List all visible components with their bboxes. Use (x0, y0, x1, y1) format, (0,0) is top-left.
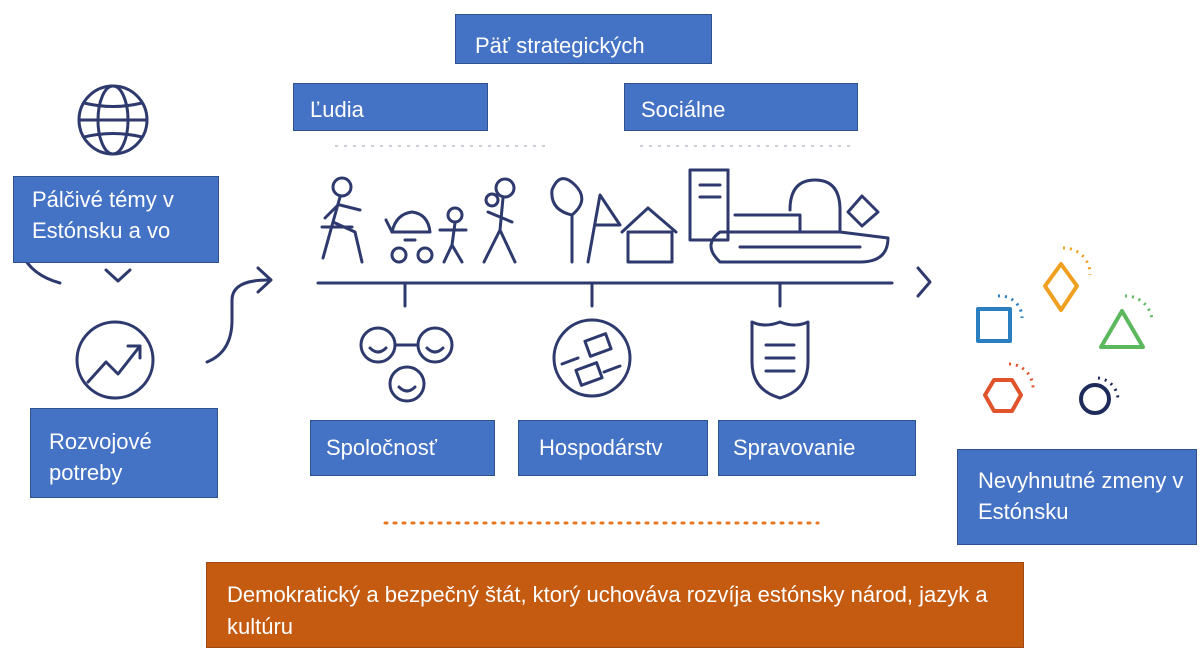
left-top-label: Pálčivé témy v Estónsku a vo (32, 187, 174, 243)
bottom-statement-box: Demokratický a bezpečný štát, ktorý ucho… (206, 562, 1024, 648)
top-title-box: Päť strategických (455, 14, 712, 64)
column-heading-left-box: Ľudia (293, 83, 488, 131)
pillar-governance-box: Spravovanie (718, 420, 916, 476)
left-bottom-label-box: Rozvojové potreby (30, 408, 218, 498)
left-top-label-box: Pálčivé témy v Estónsku a vo (13, 176, 219, 263)
society-icon (359, 326, 454, 403)
column-heading-left: Ľudia (310, 97, 364, 122)
gold-diamond-shape (1043, 262, 1079, 312)
column-heading-right: Sociálne (641, 97, 726, 122)
left-bottom-label: Rozvojové potreby (49, 429, 152, 485)
pillar-society-box: Spoločnosť (310, 420, 495, 476)
navy-circle-shape (1079, 383, 1111, 415)
pillar-society-label: Spoločnosť (326, 435, 437, 460)
chevron-right-icon (916, 266, 932, 298)
chevron-down-icon (104, 268, 132, 283)
environment-illustration (550, 168, 890, 264)
pillar-economy-label: Hospodárstv (539, 435, 663, 460)
column-heading-right-box: Sociálne (624, 83, 858, 131)
pillar-governance-label: Spravovanie (733, 435, 856, 460)
bottom-statement: Demokratický a bezpečný štát, ktorý ucho… (227, 582, 988, 639)
pillar-economy-box: Hospodárstv (518, 420, 708, 476)
curved-arrow-icon (205, 278, 270, 364)
growth-chart-icon (75, 320, 155, 400)
green-triangle-shape (1099, 309, 1145, 349)
economy-icon (552, 318, 632, 398)
red-hexagon-shape (983, 378, 1023, 413)
globe-icon (77, 84, 149, 156)
right-label: Nevyhnutné zmeny v Estónsku (978, 468, 1184, 524)
people-illustration (320, 176, 517, 264)
top-title: Päť strategických (475, 33, 645, 58)
blue-square-shape (976, 307, 1012, 343)
right-label-box: Nevyhnutné zmeny v Estónsku (957, 449, 1197, 545)
governance-icon (750, 320, 810, 400)
